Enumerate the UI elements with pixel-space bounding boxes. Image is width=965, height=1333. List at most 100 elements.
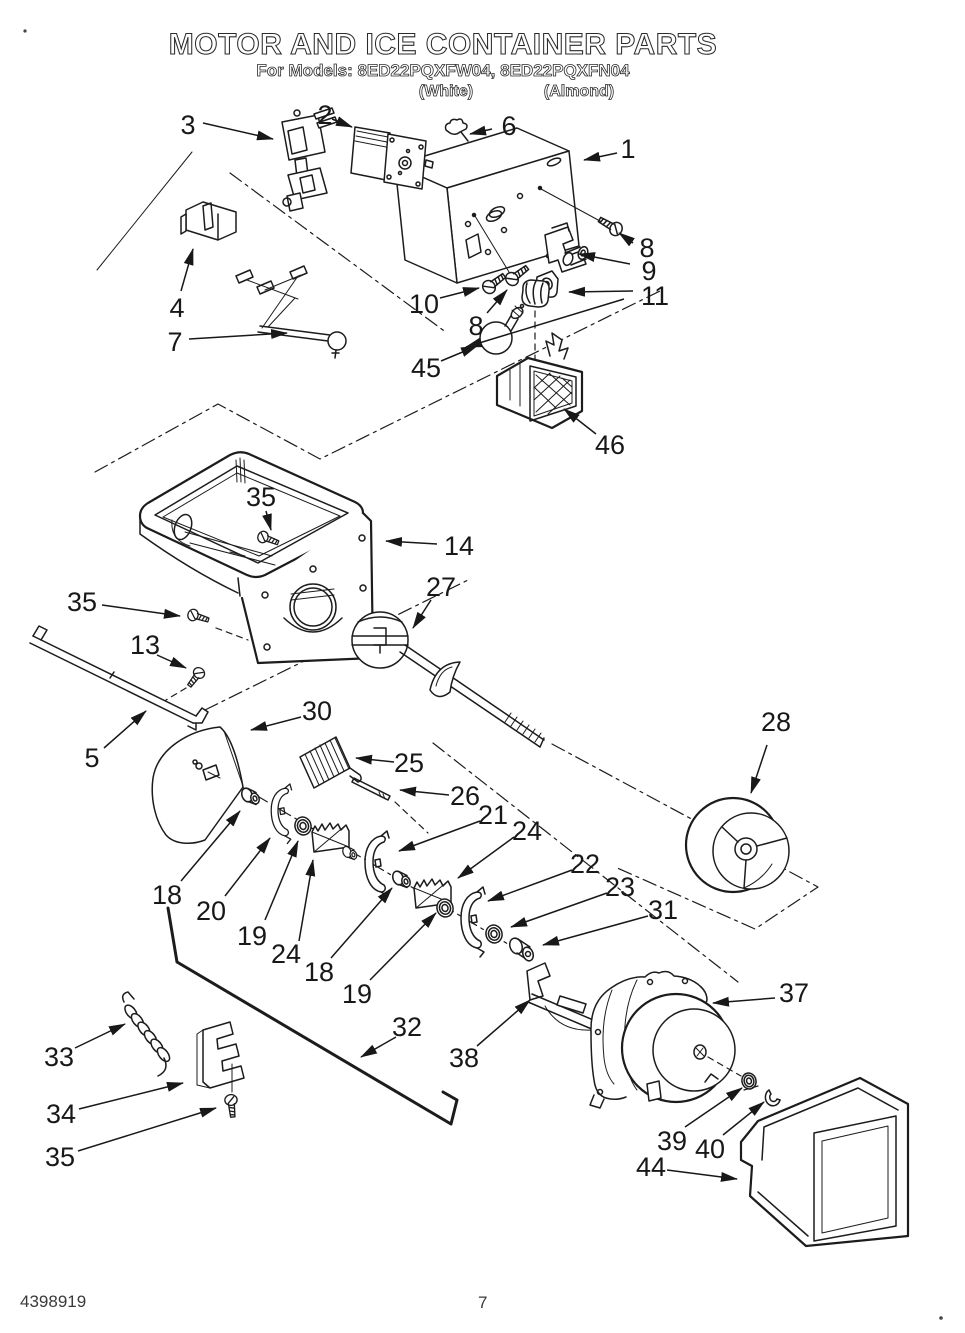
svg-text:6: 6: [501, 111, 516, 141]
svg-text:7: 7: [167, 327, 182, 357]
part-bushing-mid: [340, 844, 359, 861]
finish-almond-label: (Almond): [543, 83, 615, 101]
callout-34: 34: [46, 1082, 184, 1129]
part-light-bulb: [479, 303, 525, 355]
callout-40: 40: [695, 1101, 765, 1164]
svg-text:22: 22: [570, 849, 600, 879]
callout-44: 44: [636, 1152, 738, 1182]
callout-19: 19: [237, 840, 299, 951]
part-bushing-18b: [390, 868, 413, 889]
part-screw-35-bottom: [223, 1093, 240, 1119]
svg-text:28: 28: [761, 707, 791, 737]
part-wire-shield: [166, 906, 459, 1126]
svg-text:38: 38: [449, 1043, 479, 1073]
callout-20: 20: [196, 837, 271, 926]
svg-text:23: 23: [605, 872, 635, 902]
part-coupling-31: [508, 937, 535, 962]
callout-21: 21: [398, 800, 508, 852]
document-number: 4398919: [20, 1292, 87, 1311]
callout-30: 30: [250, 696, 332, 731]
callout-23: 23: [510, 872, 635, 928]
callout-35: 35: [246, 482, 276, 531]
svg-text:5: 5: [84, 743, 99, 773]
part-washer-39: [741, 1072, 757, 1090]
callout-35: 35: [45, 1107, 217, 1172]
part-divider-plate: [151, 726, 244, 845]
part-washer-23: [483, 922, 505, 946]
svg-text:45: 45: [411, 353, 441, 383]
callout-5: 5: [84, 710, 147, 773]
svg-text:4: 4: [169, 293, 184, 323]
part-crescent-22: [460, 886, 486, 958]
callout-46: 46: [563, 408, 625, 460]
svg-text:19: 19: [237, 921, 267, 951]
part-auger: [351, 611, 545, 748]
callout-19: 19: [342, 912, 437, 1009]
callout-22: 22: [487, 849, 600, 902]
svg-text:30: 30: [302, 696, 332, 726]
callout-18: 18: [152, 810, 241, 910]
svg-text:8: 8: [468, 311, 483, 341]
svg-text:44: 44: [636, 1152, 666, 1182]
svg-text:19: 19: [342, 979, 372, 1009]
page-number: 7: [478, 1293, 488, 1312]
callout-38: 38: [449, 999, 531, 1073]
svg-text:37: 37: [779, 978, 809, 1008]
part-retainer-ring-40: [743, 1085, 781, 1107]
svg-text:32: 32: [392, 1012, 422, 1042]
part-grille: [495, 332, 584, 430]
svg-text:14: 14: [444, 531, 474, 561]
callout-45: 45: [411, 345, 478, 383]
callout-25: 25: [355, 748, 424, 778]
callout-35: 35: [67, 587, 181, 619]
callout-7: 7: [167, 327, 288, 357]
part-solenoid: [281, 107, 338, 212]
svg-text:34: 34: [46, 1099, 76, 1129]
callout-9: 9: [578, 252, 657, 286]
part-spring: [121, 991, 171, 1077]
svg-text:31: 31: [648, 895, 678, 925]
part-mounting-bracket: [180, 201, 237, 241]
svg-text:1: 1: [620, 134, 635, 164]
callout-11: 11: [465, 281, 669, 348]
svg-text:39: 39: [657, 1126, 687, 1156]
callout-31: 31: [542, 895, 678, 946]
svg-text:3: 3: [180, 110, 195, 140]
callout-14: 14: [385, 531, 474, 561]
svg-text:46: 46: [595, 430, 625, 460]
callout-37: 37: [712, 978, 809, 1008]
svg-text:2: 2: [317, 100, 332, 130]
part-ice-container: [138, 451, 375, 665]
part-support-rail: [29, 625, 209, 731]
callout-39: 39: [657, 1087, 743, 1156]
part-drive-motor: [350, 126, 434, 190]
svg-text:21: 21: [478, 800, 508, 830]
svg-text:10: 10: [409, 289, 439, 319]
callout-33: 33: [44, 1023, 126, 1072]
svg-text:26: 26: [450, 781, 480, 811]
callout-3: 3: [180, 110, 274, 141]
part-drive-wheel: [684, 796, 790, 894]
callout-26: 26: [399, 781, 480, 811]
page-title: MOTOR AND ICE CONTAINER PARTS: [168, 27, 718, 61]
callout-32: 32: [360, 1012, 422, 1058]
part-clip: [444, 118, 469, 142]
svg-text:24: 24: [512, 816, 542, 846]
svg-text:27: 27: [426, 572, 456, 602]
svg-text:18: 18: [152, 880, 182, 910]
callout-27: 27: [412, 572, 456, 629]
part-cam: [521, 279, 550, 308]
svg-text:35: 35: [67, 587, 97, 617]
svg-text:33: 33: [44, 1042, 74, 1072]
callout-28: 28: [750, 707, 791, 794]
models-line: For Models: 8ED22PQXFW04, 8ED22PQXFN04: [256, 61, 630, 81]
svg-text:9: 9: [641, 256, 656, 286]
svg-text:40: 40: [695, 1134, 725, 1164]
callout-13: 13: [130, 630, 187, 669]
svg-text:13: 13: [130, 630, 160, 660]
callout-18: 18: [304, 887, 393, 987]
stray-marks: [23, 29, 943, 1320]
